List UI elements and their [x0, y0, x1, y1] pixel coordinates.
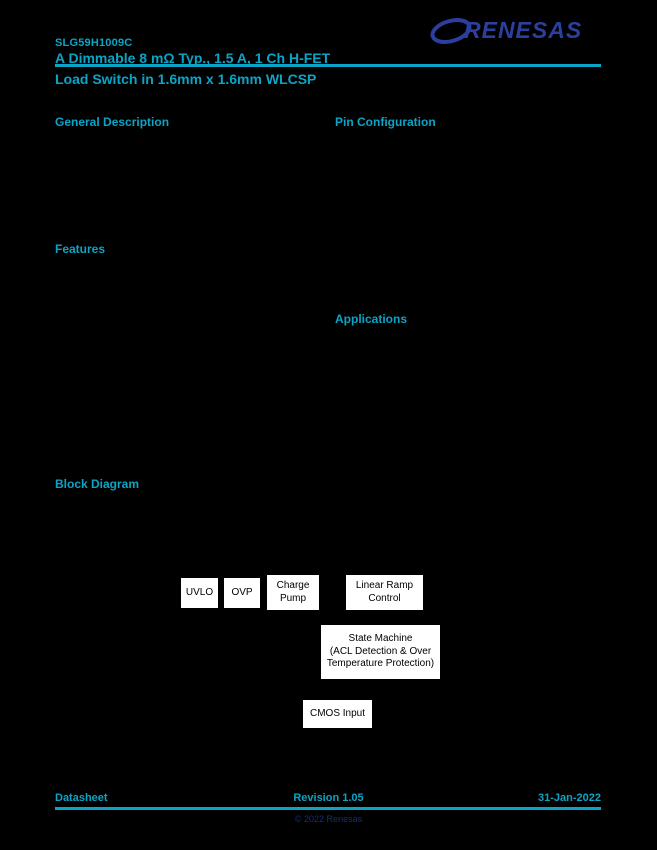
heading-block-diagram: Block Diagram — [55, 477, 140, 491]
heading-applications: Applications — [335, 312, 408, 326]
footer-date: 31-Jan-2022 — [538, 792, 601, 804]
block-charge-pump: Charge Pump — [266, 574, 320, 611]
block-ovp: OVP — [223, 577, 261, 609]
block-cmos-input: CMOS Input — [302, 699, 373, 729]
block-linear-ramp-control: Linear Ramp Control — [345, 574, 424, 611]
footer-doc-type: Datasheet — [55, 792, 108, 804]
part-number: SLG59H1009C — [55, 37, 133, 49]
document-title-line2: Load Switch in 1.6mm x 1.6mm WLCSP — [55, 71, 317, 87]
renesas-logo: RENESAS — [430, 12, 600, 48]
heading-pin-configuration: Pin Configuration — [335, 115, 436, 129]
block-uvlo: UVLO — [180, 577, 219, 609]
heading-features: Features — [55, 242, 106, 256]
footer-divider — [55, 807, 601, 810]
header-divider — [55, 64, 601, 67]
document-title-line1: A Dimmable 8 mΩ Typ., 1.5 A, 1 Ch H-FET — [55, 50, 331, 66]
footer-copyright: © 2022 Renesas — [294, 814, 363, 824]
block-state-machine: State Machine (ACL Detection & Over Temp… — [320, 624, 441, 680]
svg-text:RENESAS: RENESAS — [464, 17, 582, 43]
renesas-logo-icon: RENESAS — [430, 17, 582, 44]
footer-revision: Revision 1.05 — [293, 792, 364, 804]
heading-general-description: General Description — [55, 115, 170, 129]
